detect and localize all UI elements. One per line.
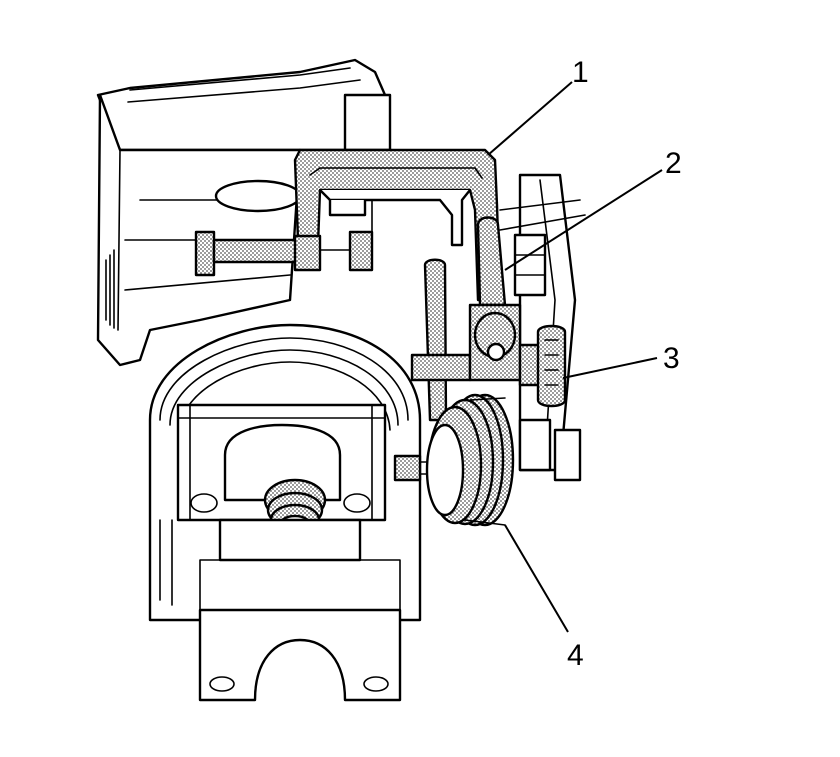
- puller-adapter-arm: [393, 216, 522, 482]
- mounting-bracket: [159, 403, 402, 702]
- engine-housing: [96, 58, 586, 482]
- callout-2: 2: [665, 147, 682, 180]
- leader-lines: [487, 81, 663, 633]
- leader-1: [487, 81, 573, 156]
- callout-4: 4: [567, 639, 584, 672]
- callout-1: 1: [572, 56, 589, 89]
- puller-tool-frame: [194, 148, 502, 302]
- leader-4: [504, 524, 569, 633]
- leader-2: [504, 169, 663, 271]
- leader-3: [562, 357, 658, 379]
- accessory-pulley: [425, 393, 552, 527]
- callout-3: 3: [663, 342, 680, 375]
- forcing-screw: [518, 324, 567, 408]
